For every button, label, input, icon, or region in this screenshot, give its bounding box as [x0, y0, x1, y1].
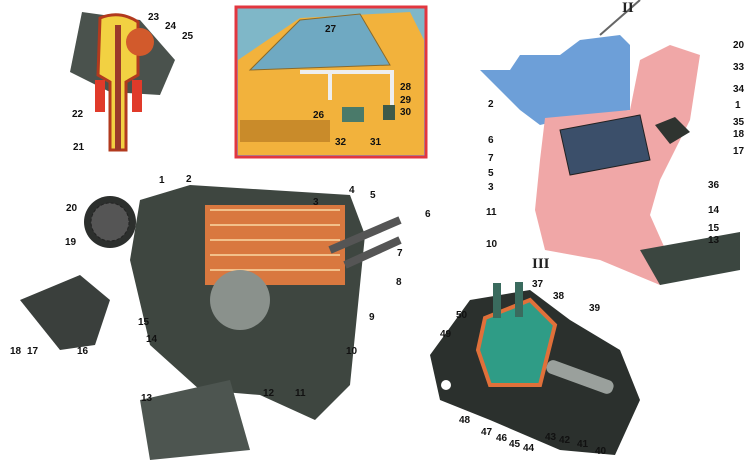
- callout: 50: [456, 310, 468, 321]
- callout: 30: [400, 107, 412, 118]
- car-inset-drawing: [234, 5, 428, 159]
- callout: 15: [138, 317, 150, 328]
- callout: 18: [733, 129, 745, 140]
- callout: 45: [509, 439, 521, 450]
- callout: 33: [733, 62, 745, 73]
- callout: 4: [349, 185, 355, 196]
- callout: 12: [263, 388, 275, 399]
- callout: 1: [735, 100, 741, 111]
- callout: 25: [182, 31, 194, 42]
- callout: 27: [325, 24, 337, 35]
- callout: 9: [369, 312, 375, 323]
- callout: 13: [708, 235, 720, 246]
- callout: 10: [346, 346, 358, 357]
- callout: 17: [27, 346, 39, 357]
- section-iii-drawing: [430, 282, 640, 455]
- callout: 21: [73, 142, 85, 153]
- callout: 11: [486, 207, 497, 218]
- callout: 39: [589, 303, 601, 314]
- callout: 11: [295, 388, 306, 399]
- callout: 6: [425, 209, 431, 220]
- callout: 40: [595, 446, 607, 457]
- callout: 34: [733, 84, 745, 95]
- callout: 18: [10, 346, 22, 357]
- callout: 29: [400, 95, 412, 106]
- callout: 19: [65, 237, 77, 248]
- section-label-ii: II: [622, 0, 634, 16]
- callout: 5: [370, 190, 376, 201]
- callout: 2: [488, 99, 494, 110]
- callout: 47: [481, 427, 493, 438]
- callout: 26: [313, 110, 325, 121]
- callout: 46: [496, 433, 508, 444]
- main-heater-drawing: [20, 185, 402, 460]
- callout: 3: [313, 197, 319, 208]
- callout: 15: [708, 223, 720, 234]
- callout: 8: [396, 277, 402, 288]
- callout: 2: [186, 174, 192, 185]
- callout: 43: [545, 432, 557, 443]
- valve-inset-drawing: [70, 12, 175, 152]
- callout: 35: [733, 117, 745, 128]
- callout: 23: [148, 12, 160, 23]
- callout: 49: [440, 329, 452, 340]
- callout: 37: [532, 279, 544, 290]
- callout: 10: [486, 239, 498, 250]
- callout: 20: [733, 40, 745, 51]
- callout: 13: [141, 393, 153, 404]
- section-ii-drawing: [480, 0, 740, 285]
- callout: 38: [553, 291, 565, 302]
- callout: 36: [708, 180, 720, 191]
- callout: 44: [523, 443, 535, 454]
- callout: 22: [72, 109, 84, 120]
- callout: 6: [488, 135, 494, 146]
- callout: 1: [159, 175, 165, 186]
- callout: 17: [733, 146, 745, 157]
- callout: 32: [335, 137, 347, 148]
- callout: 20: [66, 203, 78, 214]
- callout: 31: [370, 137, 382, 148]
- callout: 48: [459, 415, 471, 426]
- callout: 7: [397, 248, 403, 259]
- callout: 7: [488, 153, 494, 164]
- callout: 28: [400, 82, 412, 93]
- callout: 5: [488, 168, 494, 179]
- callout: 14: [146, 334, 158, 345]
- callout: 14: [708, 205, 720, 216]
- callout: 3: [488, 182, 494, 193]
- callout: 24: [165, 21, 177, 32]
- section-label-iii: III: [532, 256, 550, 272]
- callout: 41: [577, 439, 589, 450]
- callout: 16: [77, 346, 89, 357]
- callout: 42: [559, 435, 571, 446]
